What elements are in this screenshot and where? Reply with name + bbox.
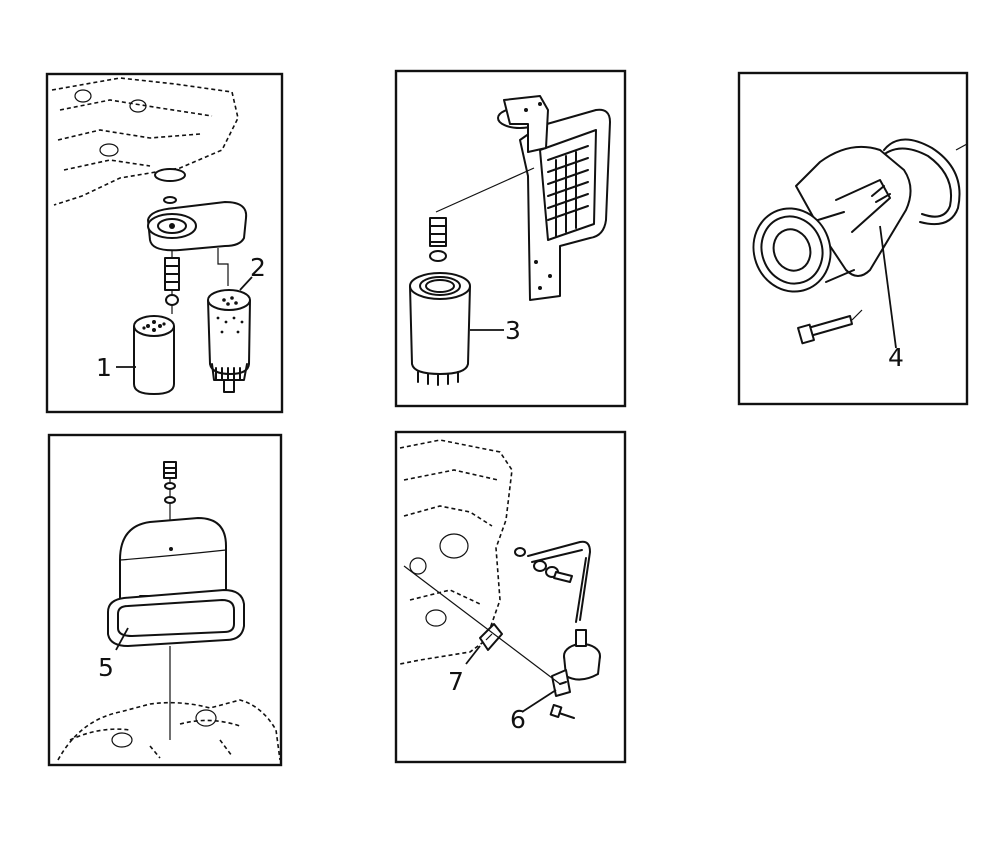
relief-valve-spring — [164, 250, 180, 314]
callout-3: 3 — [505, 316, 521, 345]
engine-block-outline-d — [57, 699, 281, 761]
oil-filter-3 — [409, 272, 471, 386]
callout-4: 4 — [888, 343, 904, 372]
pump-bolt — [797, 309, 863, 345]
engine-block-outline-a — [51, 77, 239, 206]
engine-block-outline-e — [399, 439, 513, 665]
callout-1: 1 — [96, 353, 112, 382]
callout-6: 6 — [510, 705, 526, 734]
panel-oil-cooler: 3 — [394, 69, 627, 408]
panel-oil-pan: 5 — [47, 433, 283, 767]
oring-seal — [154, 168, 186, 204]
callout-2: 2 — [250, 253, 266, 282]
cooler-housing — [497, 95, 611, 301]
callout-5: 5 — [98, 653, 114, 682]
filter-head — [147, 201, 248, 252]
drain-plug — [163, 461, 177, 548]
panel-fuel-pump: 7 6 — [394, 430, 627, 764]
oil-filter-1 — [133, 315, 175, 395]
fuel-pipe — [514, 540, 591, 623]
pan-gasket — [107, 589, 245, 647]
fuel-lift-pump — [551, 629, 601, 697]
bypass-valve-spring — [429, 217, 447, 262]
pump-mounting-screw — [549, 704, 575, 719]
panel-water-pump: 4 — [737, 71, 969, 406]
pump-pulley — [752, 207, 855, 293]
fuel-filter-2 — [207, 248, 251, 393]
gasket-7 — [479, 623, 503, 651]
callout-7: 7 — [448, 667, 464, 696]
pump-gasket-ring — [879, 138, 968, 226]
panel-filters: 1 2 — [45, 72, 284, 414]
